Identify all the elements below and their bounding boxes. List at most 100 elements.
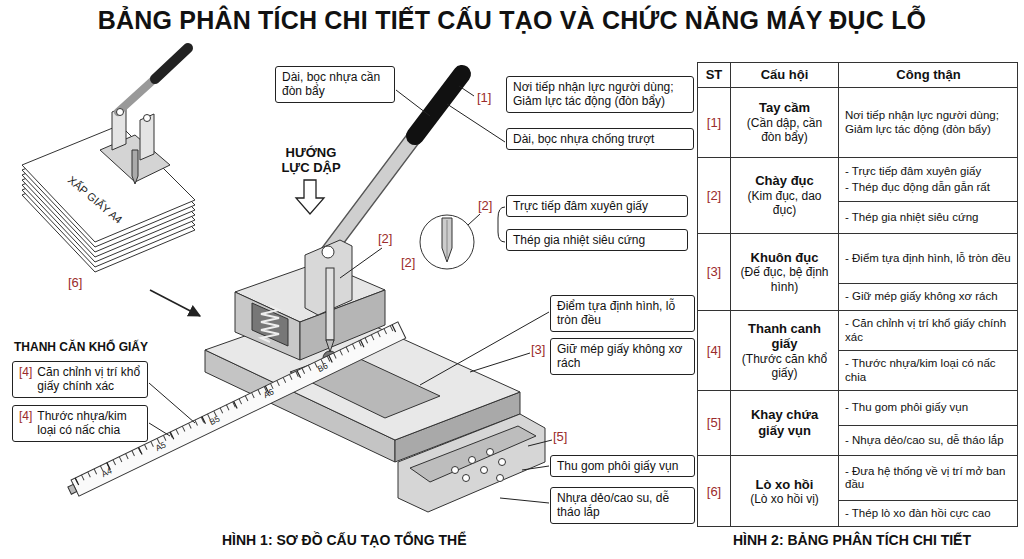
callout-text: Thước nhựa/kim loại có nấc chia [37,409,141,438]
table-cell: [4] [698,311,730,390]
callout-number: [3] [531,343,545,358]
function-note: Nơi tiếp nhận lực người dùng; Giảm lực t… [845,109,1012,135]
table-cell: - Thước nhựa/kim loại có nấc chia [839,351,1018,390]
callout-number: [2] [478,199,492,214]
table-grid [697,62,1018,527]
function-note: - Thu gom phôi giấy vụn [845,401,968,414]
punch-housing [235,240,385,360]
table-cell: - Thép gia nhiệt siêu cứng [839,202,1018,233]
callout-box: Trực tiếp đâm xuyên giấy [506,195,688,217]
function-note: - Điểm tựa định hình, lỗ tròn đều [845,252,1011,265]
table-cell: - Nhựa dẻo/cao su, dễ tháo lắp [839,426,1018,455]
table-cell: Khuôn đục(Đế đục, bệ định hình) [731,234,838,310]
table-cell: Lò xo hồi(Lò xo hồi vị) [731,456,838,527]
part-name: Tay cầm [759,100,810,116]
table-cell: - Giữ mép giấy không xơ rách [839,284,1018,310]
table-cell: - Trực tiếp đâm xuyên giấy - Thép đục độn… [839,158,1018,201]
part-alias: (Lò xo hồi vị) [750,492,819,506]
callout-text: Nơi tiếp nhận lực người dùng; Giảm lực t… [513,80,687,109]
callout-number: [2] [378,232,392,247]
function-note: - Trực tiếp đâm xuyên giấy [845,165,981,178]
row-number: [5] [707,415,721,431]
table-header: ST [706,67,723,83]
table-cell: Công thận [839,63,1018,87]
table-cell: - Điểm tựa định hình, lỗ tròn đều [839,234,1018,283]
callout-text: Nhựa dẻo/cao su, dễ tháo lắp [557,491,688,520]
table-cell: Chày đục(Kim đục, dao đục) [731,158,838,233]
part-alias: (Đế đục, bệ định hình) [737,265,832,294]
callout-box: Nơi tiếp nhận lực người dùng; Giảm lực t… [506,76,694,113]
figure-caption: HÌNH 2: BẢNG PHÂN TÍCH CHI TIẾT [733,532,971,548]
needle-detail [420,215,474,269]
callout-box: Nhựa dẻo/cao su, dễ tháo lắp [550,487,695,524]
callout-text: Dài, bọc nhựa cần đòn bẩy [282,70,388,99]
row-number: [4] [707,343,721,359]
table-cell: [2] [698,158,730,233]
table-cell: - Căn chỉnh vị trí khổ giấy chính xác [839,311,1018,350]
table-cell: Tay cầm(Cần dập, cần đòn bẩy) [731,88,838,157]
part-name: Khuôn đục [751,250,819,266]
row-number: [3] [707,264,721,280]
callout-number: [5] [553,430,567,445]
part-alias: (Kim đục, dao đục) [737,189,832,218]
callout-text: Dài, bọc nhựa chống trượt [513,132,687,146]
table-cell: - Đưa hệ thống về vị trí mở ban đầu [839,456,1018,500]
callout-number: [6] [68,276,82,291]
leader-lines [149,86,552,503]
callout-box: Dài, bọc nhựa cần đòn bẩy [275,66,395,103]
part-alias: (Thước căn khổ giấy) [737,352,832,381]
function-note: - Căn chỉnh vị trí khổ giấy chính xác [845,317,1012,343]
table-cell: Khay chứa giấy vụn [731,391,838,455]
callout-text: Giữ mép giấy không xơ rách [557,342,688,371]
part-name: Khay chứa giấy vụn [737,407,832,438]
lever-grip [415,74,462,136]
callout-number: [4] [19,365,32,379]
callout-box: Thép gia nhiệt siêu cứng [506,229,688,251]
row-number: [2] [707,188,721,204]
table-cell: [1] [698,88,730,157]
force-arrow [296,180,324,214]
callout-box: [4] Thước nhựa/kim loại có nấc chia [12,405,148,442]
callout-box: Dài, bọc nhựa chống trượt [506,128,694,150]
callout-number: [1] [477,91,491,106]
function-note: - Thép đục động dẫn gẵn rất [845,181,990,194]
function-note: - Thước nhựa/kim loại có nấc chia [845,357,1012,383]
callout-box: [4] Căn chỉnh vị trí khổ giấy chính xác [12,361,148,398]
table-cell: - Thép lò xo đàn hồi cực cao [839,501,1018,527]
function-note: - Nhựa dẻo/cao su, dễ tháo lắp [845,434,1004,447]
part-name: Thanh canh giấy [737,321,832,352]
figure-caption: HÌNH 1: SƠ ĐỒ CẤU TẠO TỔNG THỂ [222,532,467,548]
callout-box: Thu gom phôi giấy vụn [550,455,695,477]
part-name: Chày đục [755,173,814,189]
table-cell: Thanh canh giấy(Thước căn khổ giấy) [731,311,838,390]
feed-arrow [150,290,200,316]
table-cell: [3] [698,234,730,310]
function-note: - Thép gia nhiệt siêu cứng [845,211,978,224]
table-cell: Cấu hội [731,63,838,87]
callout-number: [2] [401,256,415,271]
title-heading: BẢNG PHÂN TÍCH CHI TIẾT CẤU TẠO VÀ CHỨC … [98,6,927,35]
table-header: Công thận [896,67,960,83]
mini-punch [100,48,188,184]
force-direction-label: HƯỚNG LỰC DẬP [274,146,348,176]
callout-text: Thép gia nhiệt siêu cứng [513,233,681,247]
callout-number: [4] [19,409,32,423]
function-note: - Giữ mép giấy không xơ rách [845,290,998,303]
function-note: - Đưa hệ thống về vị trí mở ban đầu [845,465,1012,491]
table-cell: ST [698,63,730,87]
paper-stack [22,125,195,272]
part-heading: THANH CĂN KHỔ GIẤY [14,341,148,355]
lever [328,136,415,252]
callout-text: Căn chỉnh vị trí khổ giấy chính xác [37,365,141,394]
table-cell: [5] [698,391,730,455]
part-name: Lò xo hồi [756,477,814,493]
row-number: [6] [707,484,721,500]
callout-box: Điểm tựa định hình, lỗ tròn đều [550,295,695,332]
callout-text: Thu gom phôi giấy vụn [557,459,688,473]
callout-text: Điểm tựa định hình, lỗ tròn đều [557,299,688,328]
row-number: [1] [707,115,721,131]
table-header: Cấu hội [761,67,809,83]
table-cell: - Thu gom phôi giấy vụn [839,391,1018,425]
part-alias: (Cần dập, cần đòn bẩy) [737,116,832,145]
